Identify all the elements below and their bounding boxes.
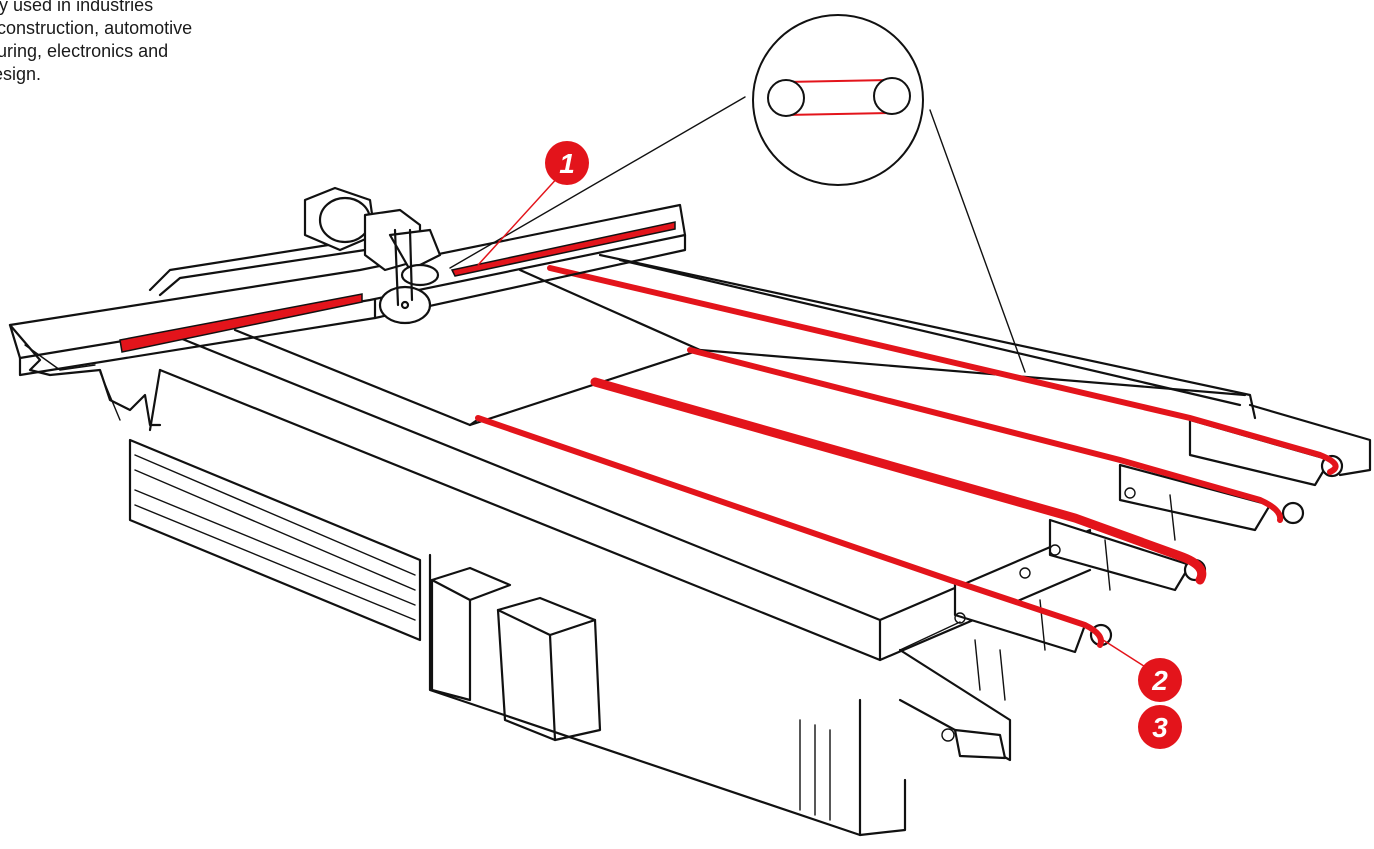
conveyor-belts	[475, 265, 1339, 648]
belt-pulley-detail-icon	[752, 14, 924, 186]
callout-2-label: 2	[1151, 665, 1168, 696]
leader-lines	[449, 96, 1026, 373]
intro-line-3: ufacturing, electronics and	[0, 41, 169, 61]
intro-line-1: widely used in industries	[0, 0, 154, 15]
callout-3: 3	[1138, 705, 1182, 749]
callout-2: 2	[1099, 637, 1182, 702]
intro-paragraph: widely used in industries n as construct…	[0, 0, 358, 86]
roller-end-assemblies	[899, 418, 1344, 701]
cutting-head	[303, 186, 442, 325]
callout-1-label: 1	[559, 148, 575, 179]
intro-line-4: ior design.	[0, 64, 42, 84]
machine-base	[128, 328, 1012, 837]
callout-1: 1	[477, 141, 589, 266]
callout-3-label: 3	[1152, 712, 1168, 743]
intro-line-2: n as construction, automotive	[0, 18, 193, 38]
gantry-bridge	[8, 203, 687, 427]
